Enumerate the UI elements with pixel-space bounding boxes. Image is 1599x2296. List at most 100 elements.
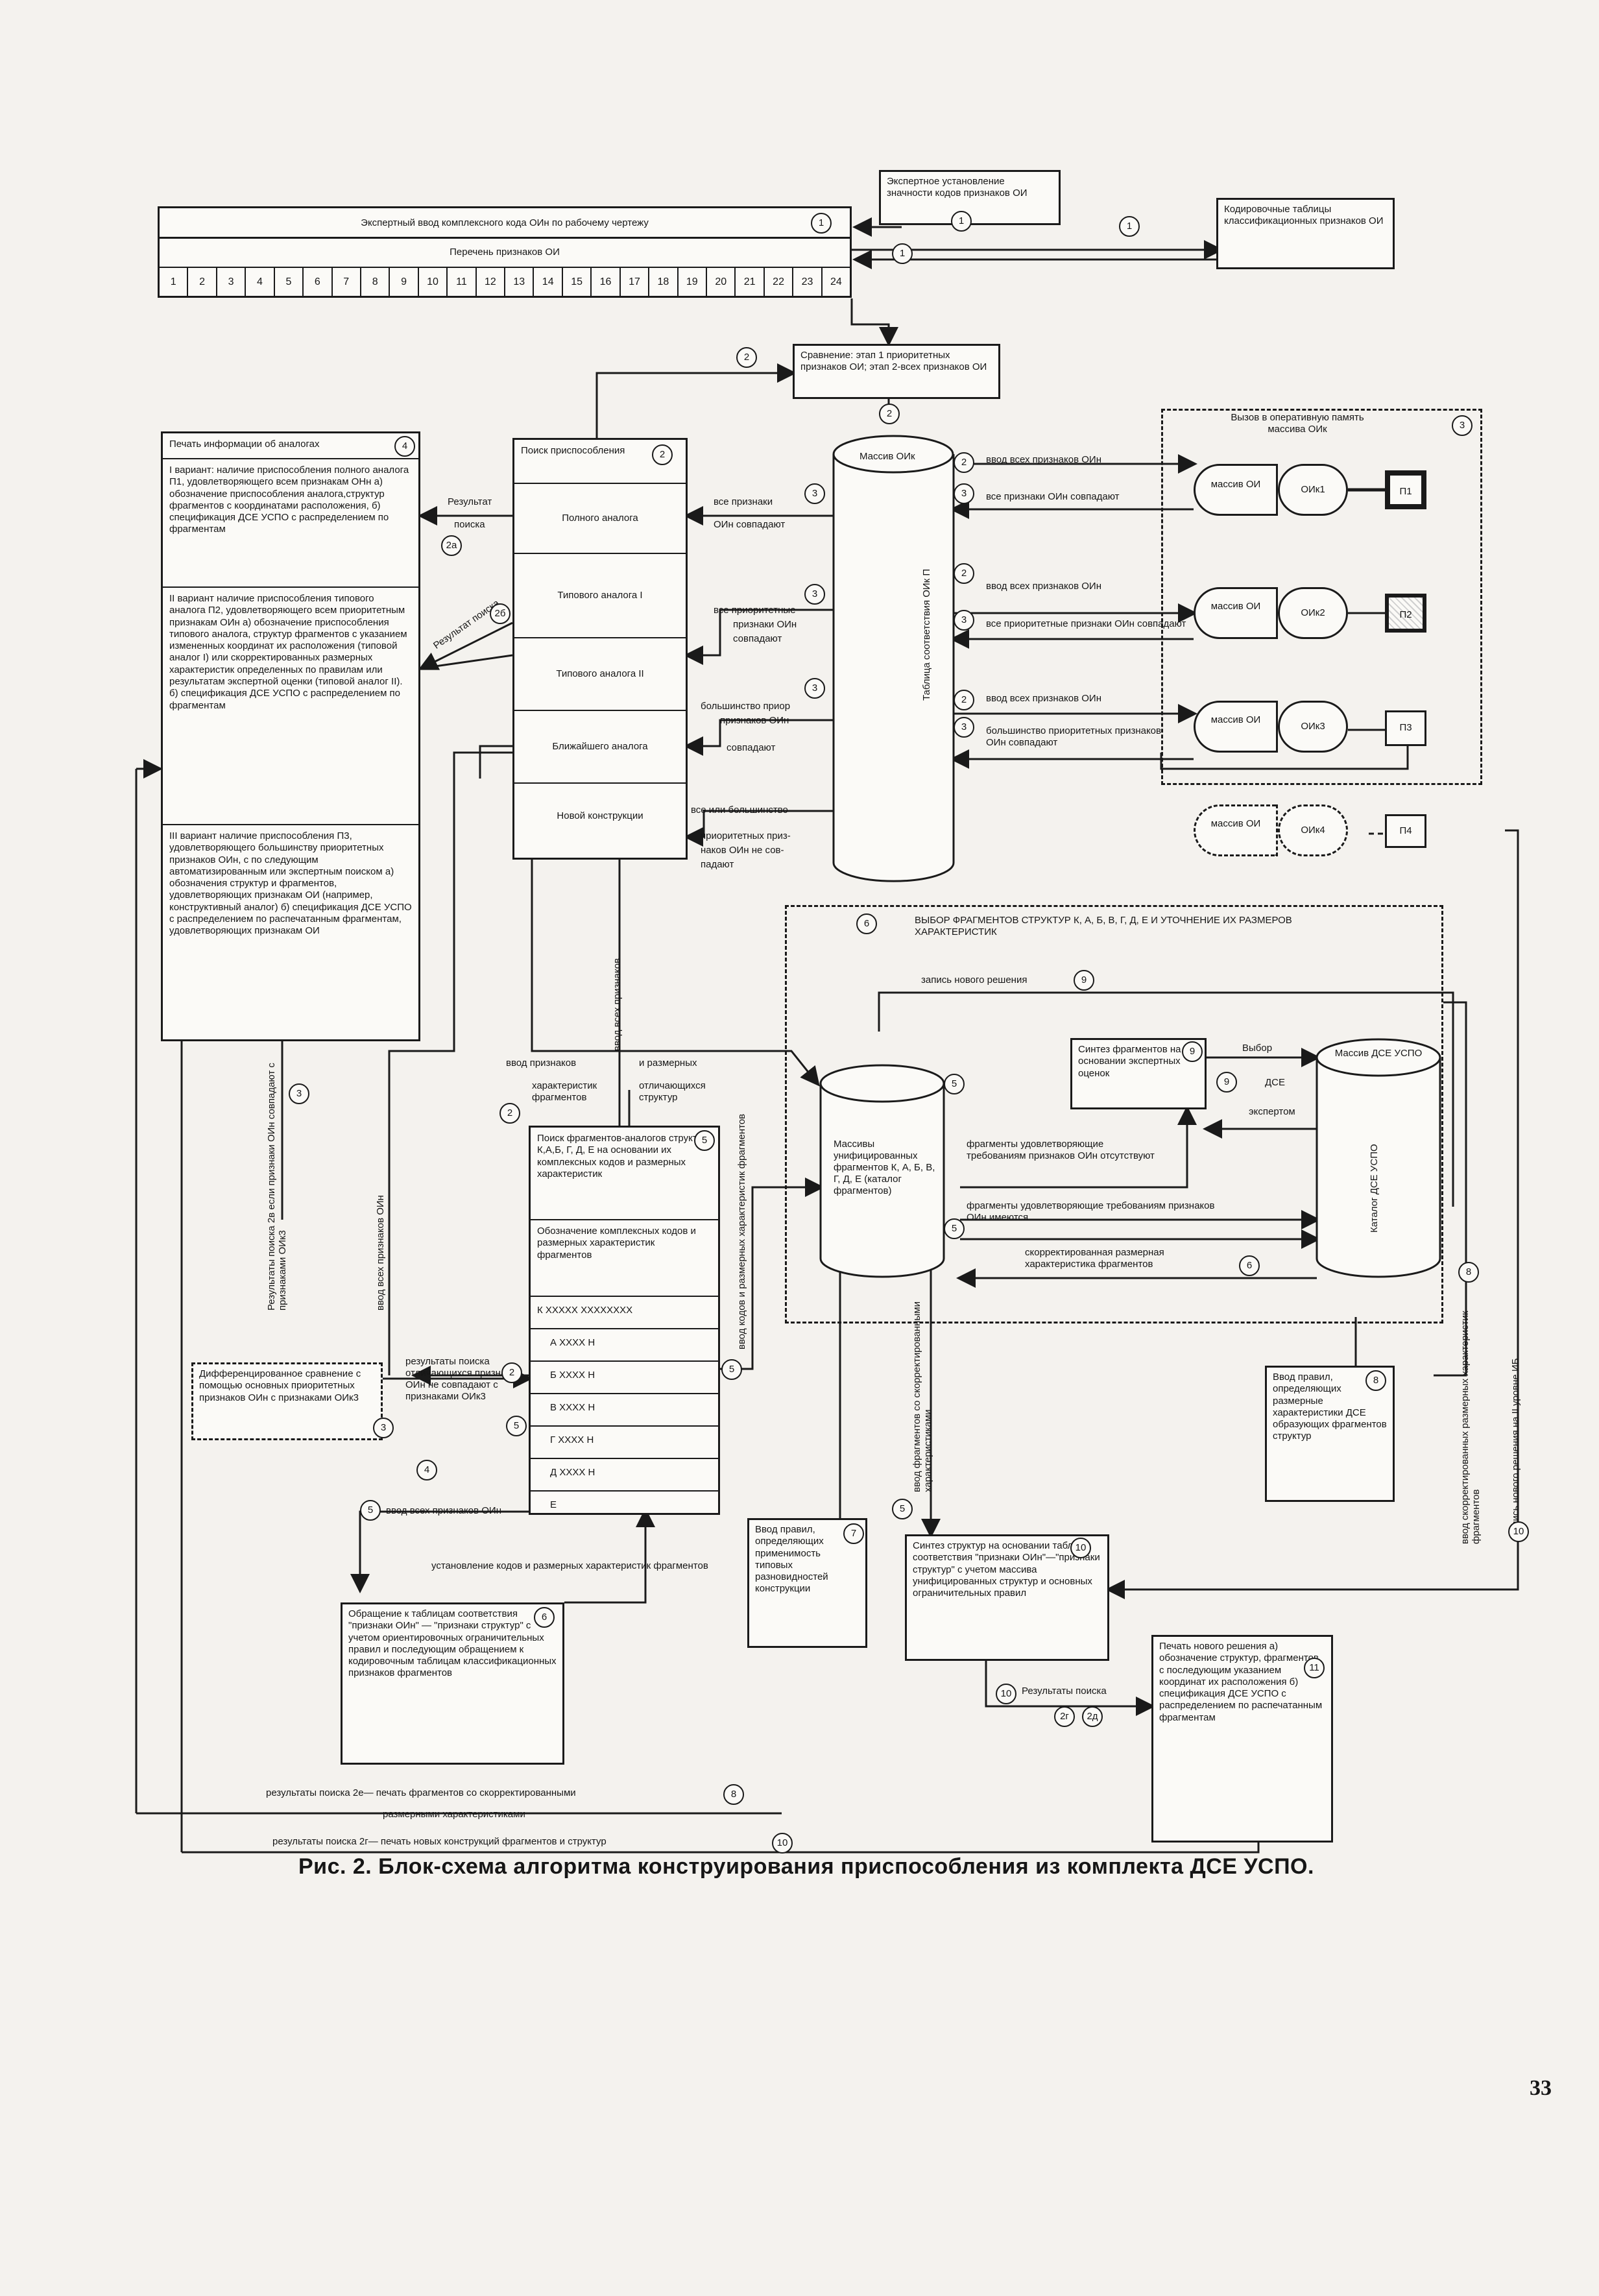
input-all-oin-label: ввод всех признаков ОИн (386, 1505, 501, 1516)
step-number-5: 5 (892, 1499, 913, 1519)
search-item-typical-1: Типового аналога I (514, 554, 686, 638)
expert-setting-label: Экспертное установление значности кодов … (887, 176, 1028, 199)
unified-label: Массивы унифицированных фрагментов К, А,… (834, 1139, 935, 1196)
search-item-full: Полного аналога (514, 484, 686, 554)
all-features-input-vertical: ввод всех признаков (612, 958, 623, 1051)
array-oi-4: массив ОИ (1194, 804, 1278, 856)
fragment-selection-area (785, 905, 1443, 1323)
majority-match-label-2: признаков ОИн (720, 715, 789, 726)
step-number-2: 2 (954, 452, 974, 473)
feature-cell: 2 (188, 268, 217, 296)
feature-cell: 3 (217, 268, 246, 296)
feature-cell: 14 (534, 268, 563, 296)
majority-match-label-1: большинство приор (701, 701, 791, 712)
majority-match-right: большинство приоритетных признаков ОИн с… (986, 725, 1161, 748)
step-number-2: 2 (501, 1362, 522, 1383)
none-match-label-4: падают (701, 859, 734, 870)
variant-3-text: III вариант наличие приспособления П3, у… (169, 830, 412, 937)
step-number-8: 8 (723, 1784, 744, 1805)
diff-compare-label: Дифференцированное сравнение с помощью о… (199, 1368, 361, 1403)
array-label: массив ОИ (1210, 601, 1261, 612)
array-oik-3: ОИк3 (1278, 701, 1348, 753)
array-oi-2: массив ОИ (1194, 587, 1278, 639)
feature-cell: 18 (649, 268, 679, 296)
fragment-row-v: В XXXX H (531, 1394, 718, 1427)
feature-cell: 13 (505, 268, 535, 296)
record-solution-vertical: Запись нового решения на II уровне ИБ (1510, 1358, 1521, 1538)
array-label: массив ОИ (1210, 818, 1261, 829)
step-number-3: 3 (804, 678, 825, 699)
step-number-10: 10 (1508, 1521, 1529, 1542)
variant-2-text: II вариант наличие приспособления типово… (163, 588, 418, 825)
all-input-oin-vertical: ввод всех признаков ОИн (375, 1195, 386, 1311)
step-number-10: 10 (772, 1833, 793, 1854)
step-number-2: 2 (652, 444, 673, 465)
step-number-2: 2 (954, 690, 974, 710)
variant-1-text: I вариант: наличие приспособления полног… (163, 459, 418, 588)
bottom-result-2: результаты поиска 2г— печать новых конст… (272, 1836, 607, 1847)
all-features-match-1: все признаки ОИн совпадают (986, 491, 1120, 502)
step-number-6: 6 (856, 913, 877, 934)
massiv-dse-label: Массив ДСЕ УСПО (1334, 1048, 1423, 1059)
step-number-3: 3 (804, 584, 825, 605)
step-number-2: 2 (879, 404, 900, 424)
massiv-vertical-label: Таблица соответствия ОИк П (921, 568, 932, 701)
fragment-designation: Обозначение комплексных кодов и размерны… (531, 1220, 718, 1297)
p2-box: П2 (1385, 594, 1426, 633)
step-number-5: 5 (721, 1359, 742, 1380)
fragment-selection-label: ВЫБОР ФРАГМЕНТОВ СТРУКТУР К, А, Б, В, Г,… (915, 915, 1292, 937)
feature-input-label: ввод признаков (506, 1057, 577, 1069)
feature-cell: 16 (592, 268, 621, 296)
result-label-1: Результат (448, 496, 492, 507)
priority-match-label-2: признаки ОИн (733, 619, 797, 630)
page-number: 33 (1530, 2076, 1552, 2100)
result-label-2: поиска (454, 519, 485, 530)
new-solution-label: запись нового решения (921, 974, 1028, 985)
feature-cell: 8 (361, 268, 391, 296)
step-number-3: 3 (373, 1418, 394, 1438)
array-oik-1: ОИк1 (1278, 464, 1348, 516)
synth-fragments-label: Синтез фрагментов на основании экспертны… (1078, 1044, 1181, 1079)
fragments-present-label: фрагменты удовлетворяющие требованиям пр… (967, 1200, 1215, 1223)
set-codes-label: установление кодов и размерных характери… (431, 1560, 708, 1571)
step-number-2a: 2а (441, 535, 462, 556)
step-number-5: 5 (944, 1074, 965, 1094)
p4-box: П4 (1385, 814, 1426, 848)
dse-label: ДСЕ (1265, 1077, 1285, 1088)
p-label: П1 (1399, 486, 1412, 497)
p3-box: П3 (1385, 710, 1426, 746)
search-block: Поиск приспособления Полного аналога Тип… (512, 438, 688, 860)
step-number-8: 8 (1365, 1370, 1386, 1391)
search-item-label: Полного аналога (562, 513, 638, 524)
fragment-row-d: Д XXXX H (531, 1459, 718, 1492)
step-number-11: 11 (1304, 1658, 1325, 1678)
step-number-5: 5 (694, 1130, 715, 1151)
search-item-label: Типового аналога I (557, 590, 643, 601)
feature-cells-row: 1 2 3 4 5 6 7 8 9 10 11 12 13 14 15 16 1… (158, 268, 852, 298)
recall-area (1161, 409, 1482, 785)
p-label: П4 (1399, 825, 1412, 836)
p-label: П3 (1399, 722, 1412, 733)
search-item-label: Типового аналога II (556, 668, 644, 679)
step-number-1: 1 (892, 243, 913, 264)
corrected-label: скорректированная размерная характеристи… (1025, 1247, 1164, 1270)
step-number-2: 2 (736, 347, 757, 368)
array-oi-3: массив ОИ (1194, 701, 1278, 753)
feature-cell: 11 (448, 268, 477, 296)
search-item-nearest: Ближайшего аналога (514, 711, 686, 784)
feature-cell: 19 (679, 268, 708, 296)
recall-label: Вызов в оперативную память массива ОИк (1231, 412, 1364, 435)
fragment-row-b: Б XXXX H (531, 1362, 718, 1394)
search-item-typical-2: Типового аналога II (514, 638, 686, 711)
step-number-6: 6 (1239, 1255, 1260, 1276)
step-number-5: 5 (506, 1416, 527, 1436)
choice-label: Выбор (1242, 1043, 1273, 1054)
fragment-row-g: Г XXXX H (531, 1427, 718, 1459)
result-text-label: Результаты поиска (1022, 1686, 1107, 1697)
all-match-label-2: ОИн совпадают (714, 519, 786, 530)
all-features-in-1: ввод всех признаков ОИн (986, 454, 1101, 465)
step-number-3: 3 (954, 483, 974, 504)
all-features-in-3: ввод всех признаков ОИн (986, 693, 1101, 704)
p-label: П2 (1399, 609, 1412, 620)
